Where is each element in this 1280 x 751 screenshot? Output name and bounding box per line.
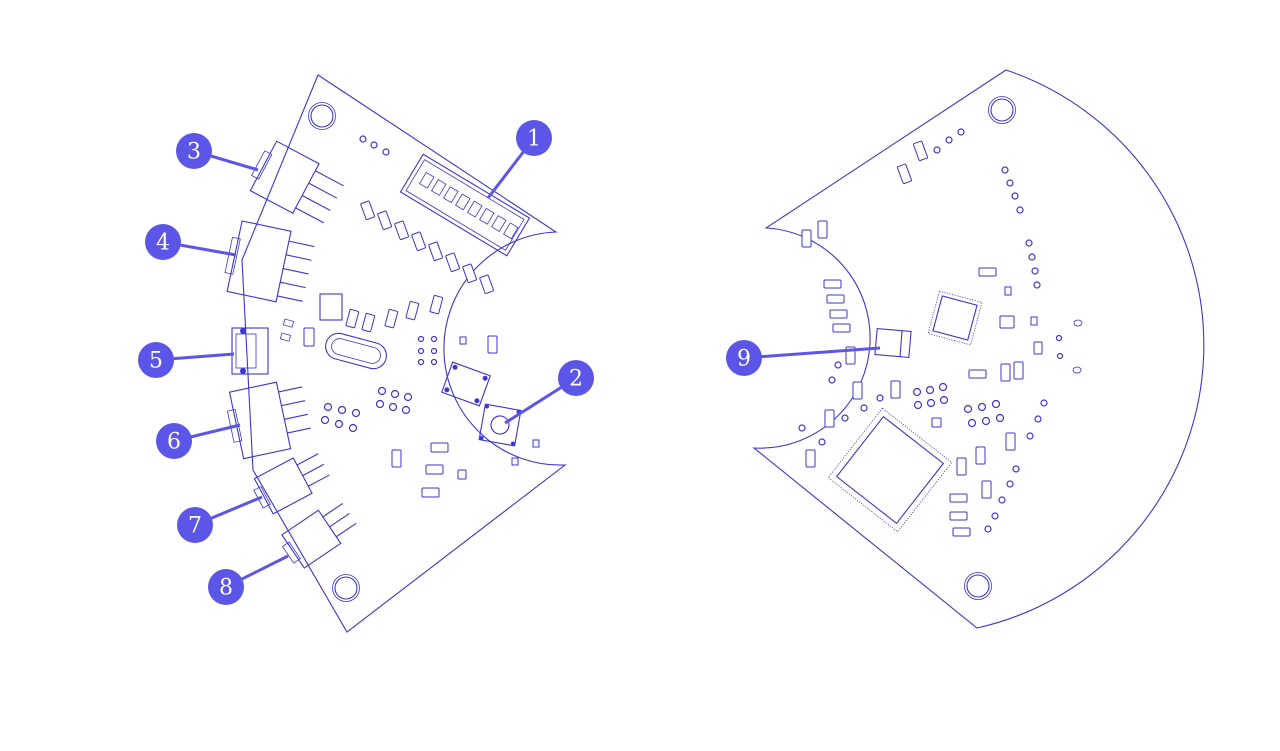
callout-6: 6	[156, 423, 241, 459]
callout-7-label: 7	[188, 514, 202, 539]
callout-5: 5	[138, 342, 235, 378]
microcontroller	[827, 407, 953, 533]
callout-8-label: 8	[219, 576, 233, 601]
back-board-outline	[752, 69, 1205, 629]
connector-small-a	[253, 453, 330, 515]
connector-large	[224, 220, 315, 303]
callout-4-label: 4	[156, 231, 170, 256]
dip-switch	[399, 153, 531, 257]
callout-3: 3	[176, 133, 259, 172]
mount-hole	[334, 576, 358, 600]
callout-6-label: 6	[167, 430, 181, 455]
back-board	[752, 69, 1205, 629]
callout-4: 4	[145, 224, 237, 260]
back-component	[874, 327, 912, 359]
qfn-chip	[927, 290, 983, 346]
callout-7: 7	[177, 495, 263, 543]
callout-3-label: 3	[187, 140, 201, 165]
connector-middle	[226, 381, 311, 460]
callout-2: 2	[504, 360, 594, 425]
callout-1-label: 1	[527, 127, 541, 152]
mount-hole	[990, 98, 1014, 122]
resistor-row	[360, 200, 494, 295]
front-board-outline	[241, 74, 567, 633]
callout-1: 1	[486, 120, 552, 199]
connector-small-b	[281, 502, 357, 569]
callout-2-label: 2	[569, 367, 583, 392]
callouts: 1 2 3 4 5 6	[138, 120, 881, 605]
usb-connector	[231, 318, 295, 375]
callout-9: 9	[726, 340, 881, 376]
callout-8: 8	[208, 554, 289, 605]
front-board	[224, 74, 567, 633]
mount-hole	[310, 104, 334, 128]
crystal	[319, 293, 387, 370]
switch-body	[441, 361, 491, 407]
push-button	[478, 403, 522, 447]
callout-9-label: 9	[737, 347, 751, 372]
mount-hole	[966, 574, 990, 598]
connector-top	[249, 140, 344, 224]
callout-5-label: 5	[149, 349, 163, 374]
